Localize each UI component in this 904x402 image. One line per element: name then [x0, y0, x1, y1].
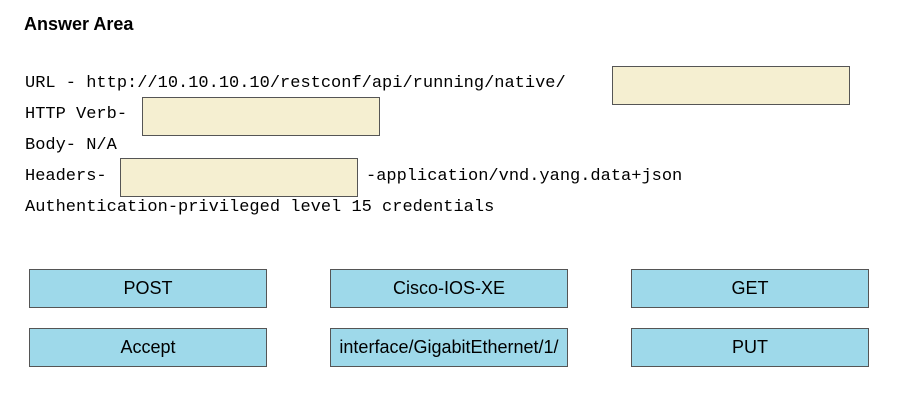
- authentication-label: Authentication-privileged level 15 crede…: [25, 198, 495, 217]
- option-post[interactable]: POST: [29, 269, 267, 308]
- url-line-label: URL - http://10.10.10.10/restconf/api/ru…: [25, 74, 566, 93]
- answer-area-title: Answer Area: [24, 14, 134, 34]
- option-interface-gigabitethernet[interactable]: interface/GigabitEthernet/1/: [330, 328, 568, 367]
- option-accept[interactable]: Accept: [29, 328, 267, 367]
- http-verb-drop-target[interactable]: [142, 97, 380, 136]
- http-verb-label: HTTP Verb-: [25, 105, 128, 124]
- option-get[interactable]: GET: [631, 269, 869, 308]
- url-path-drop-target[interactable]: [612, 66, 850, 105]
- headers-label: Headers-: [25, 167, 107, 186]
- option-cisco-ios-xe[interactable]: Cisco-IOS-XE: [330, 269, 568, 308]
- option-put[interactable]: PUT: [631, 328, 869, 367]
- headers-content-type: -application/vnd.yang.data+json: [366, 167, 683, 186]
- body-label: Body- N/A: [25, 136, 117, 155]
- headers-drop-target[interactable]: [120, 158, 358, 197]
